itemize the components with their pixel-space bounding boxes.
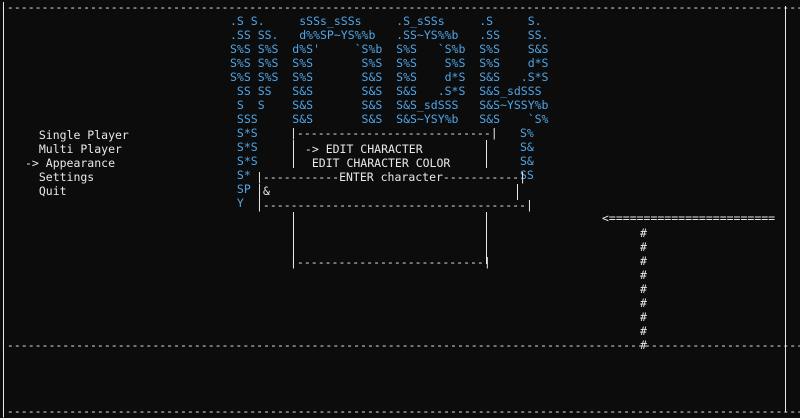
stem-mark: #	[640, 324, 647, 338]
arrow-pointer-stem: #########	[640, 226, 647, 352]
enter-box-bottom-border: |--------------------------------------|	[256, 198, 533, 212]
stem-mark: #	[640, 226, 647, 240]
enter-box-left-edge	[259, 184, 260, 200]
logo-line: SS SS S&S S&S S&S .S*S S&S_sdSSS	[230, 84, 542, 98]
logo-line: S%S S%S S%S S&S S%S d*S S&S .S*S	[230, 70, 549, 84]
logo-line: S&	[520, 154, 534, 168]
enter-character-input[interactable]: &	[263, 184, 270, 198]
submenu-left-edge	[293, 140, 294, 168]
submenu-item-edit-character[interactable]: -> EDIT CHARACTER	[298, 142, 423, 156]
logo-line: S*	[230, 168, 251, 182]
frame-top-border: |---------------------------------------…	[0, 0, 800, 14]
stem-mark: #	[640, 338, 647, 352]
lower-box-left-edge	[293, 212, 294, 264]
arrow-pointer-line: <========================	[602, 211, 776, 225]
stem-mark: #	[640, 296, 647, 310]
logo-line: S%S S%S d%S' `S%b S%S `S%b S%S S&S	[230, 42, 549, 56]
logo-line: .S S. sSSs_sSSs .S_sSSs .S S.	[230, 14, 542, 28]
stem-mark: #	[640, 282, 647, 296]
submenu-right-edge	[486, 140, 487, 168]
logo-line: S%	[520, 126, 534, 140]
logo-line: .SS SS. d%%SP~YS%%b .SS~YS%%b .SS SS.	[230, 28, 549, 42]
stem-mark: #	[640, 310, 647, 324]
logo-line: S S S&S S&S S&S_sdSSS S&S~YSSY%b	[230, 98, 549, 112]
submenu: -> EDIT CHARACTER EDIT CHARACTER COLOR	[298, 142, 450, 170]
menu-item-appearance[interactable]: -> Appearance	[25, 156, 116, 170]
enter-box-title-border: |-----------ENTER character-----------|	[256, 170, 527, 184]
frame-bottom-border: |---------------------------------------…	[0, 404, 800, 418]
menu-item-quit[interactable]: Quit	[25, 184, 67, 198]
stem-mark: #	[640, 268, 647, 282]
stem-mark: #	[640, 240, 647, 254]
frame-right-edge	[785, 6, 786, 412]
logo-line: S*S	[230, 154, 258, 168]
enter-box-right-edge	[517, 184, 518, 200]
submenu-top-border: |----------------------------|	[290, 126, 498, 140]
logo-line: SS	[520, 168, 534, 182]
frame-bottom-divider: |---------------------------------------…	[0, 338, 800, 352]
lower-box-right-edge	[486, 212, 487, 264]
logo-line: SSS S&S S&S S&S~YSY%b S&S `S%	[230, 112, 549, 126]
logo-right-column: S%S&S&SS	[520, 126, 534, 182]
logo-line: S*S	[230, 126, 258, 140]
main-menu: Single Player Multi Player-> Appearance …	[25, 128, 129, 198]
logo-line: Y	[230, 196, 244, 210]
submenu-item-edit-character-color[interactable]: EDIT CHARACTER COLOR	[298, 156, 451, 170]
stem-mark: #	[640, 254, 647, 268]
logo-line: SP	[230, 182, 251, 196]
frame-left-edge	[3, 6, 4, 412]
lower-box-bottom-border: |---------------------------|	[290, 255, 491, 269]
menu-item-single-player[interactable]: Single Player	[25, 128, 129, 142]
logo-line: S&	[520, 140, 534, 154]
logo-line: S*S	[230, 140, 258, 154]
ascii-logo: .S S. sSSs_sSSs .S_sSSs .S S..SS SS. d%%…	[230, 14, 549, 210]
logo-line: S%S S%S S%S S%S S%S S%S S%S d*S	[230, 56, 549, 70]
menu-item-multi-player[interactable]: Multi Player	[25, 142, 122, 156]
menu-item-settings[interactable]: Settings	[25, 170, 95, 184]
